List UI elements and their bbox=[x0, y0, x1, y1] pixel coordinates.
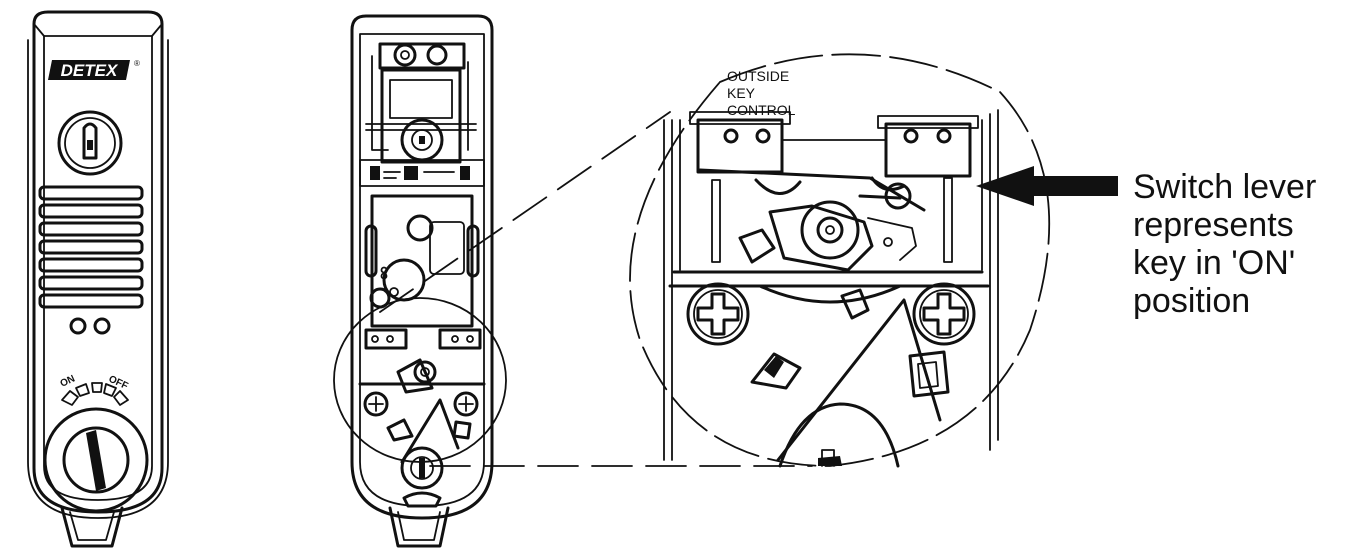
front-housing-outer bbox=[32, 10, 164, 514]
outside-key-control-line-2: KEY bbox=[727, 85, 756, 101]
detex-logo: DETEX ® bbox=[48, 59, 140, 80]
callout-line-1: Switch lever bbox=[1133, 168, 1317, 206]
front-housing-bevel bbox=[43, 35, 153, 501]
front-lower-key-cylinder bbox=[43, 407, 149, 513]
detail-switch-lever bbox=[698, 168, 926, 272]
detail-screw-right bbox=[912, 282, 976, 346]
detail-microswitch-left bbox=[689, 111, 791, 174]
detail-cam-and-cylinder bbox=[750, 298, 950, 468]
on-off-scale: ON OFF bbox=[59, 373, 130, 406]
interior-switch-assembly bbox=[358, 328, 486, 508]
detail-enlarged-view bbox=[629, 53, 1118, 468]
callout-line-2: represents bbox=[1133, 206, 1294, 244]
circuit-strip bbox=[359, 159, 485, 187]
switch-on-label: ON bbox=[59, 373, 77, 389]
magnifier-small-circle bbox=[333, 297, 507, 463]
logo-registered-mark: ® bbox=[134, 59, 140, 68]
logo-text: DETEX bbox=[61, 61, 119, 80]
detail-circle-outline bbox=[629, 53, 1051, 467]
detail-microswitch-right bbox=[877, 115, 979, 178]
indicator-leds bbox=[69, 317, 111, 335]
front-bottom-tab bbox=[60, 506, 124, 548]
interior-view-unit bbox=[333, 14, 507, 548]
top-mount-bracket bbox=[371, 42, 469, 151]
callout-line-4: position bbox=[1133, 282, 1251, 320]
outside-key-control-line-1: OUTSIDE bbox=[727, 68, 790, 84]
switch-lever-callout: Switch lever represents key in 'ON' posi… bbox=[1133, 168, 1348, 320]
leader-line-top bbox=[379, 111, 671, 313]
outside-key-control-line-3: CONTROL bbox=[727, 102, 796, 118]
speaker-grille bbox=[38, 185, 144, 309]
pointer-arrow bbox=[976, 166, 1118, 206]
key-slot-on-position bbox=[86, 430, 106, 491]
detail-left-rail bbox=[663, 119, 681, 461]
detail-right-rail bbox=[981, 109, 999, 451]
switch-off-label: OFF bbox=[107, 374, 130, 392]
front-key-cylinder bbox=[57, 110, 123, 176]
callout-line-3: key in 'ON' bbox=[1133, 244, 1296, 282]
interior-housing-outer bbox=[350, 14, 494, 520]
outside-key-control-label: OUTSIDE KEY CONTROL bbox=[727, 68, 847, 119]
detail-screw-left bbox=[686, 282, 750, 346]
front-view-unit: DETEX ® ON OFF bbox=[27, 10, 169, 548]
interior-key-cylinder bbox=[365, 68, 477, 164]
magnification-leaders bbox=[379, 111, 813, 467]
